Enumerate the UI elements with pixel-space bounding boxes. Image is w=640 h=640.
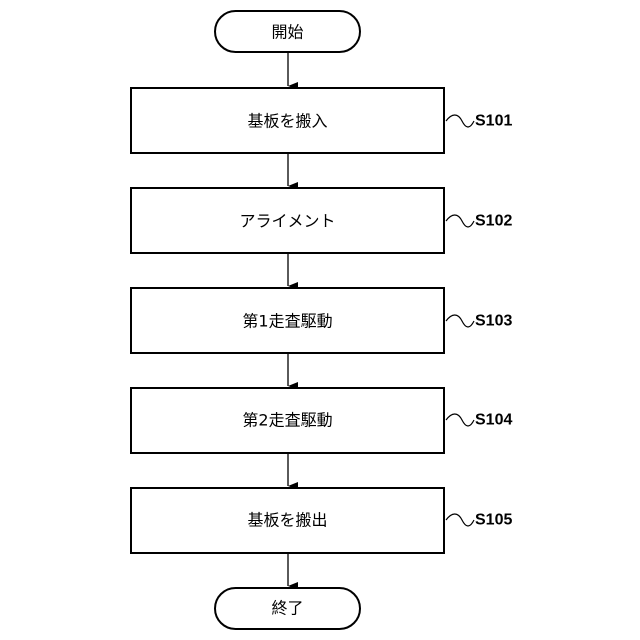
- step-s103-id: S103: [475, 313, 512, 330]
- step-s105-id: S105: [475, 512, 512, 529]
- step-s101-leader: [446, 115, 474, 127]
- step-s101-id: S101: [475, 113, 512, 130]
- step-s102-leader: [446, 215, 474, 227]
- step-s102-id: S102: [475, 213, 512, 230]
- step-s104: 第2走査駆動 S104: [131, 388, 512, 453]
- step-s105-leader: [446, 514, 474, 526]
- step-s105: 基板を搬出 S105: [131, 488, 512, 553]
- step-s104-id: S104: [475, 412, 512, 429]
- step-s102: アライメント S102: [131, 188, 512, 253]
- step-s103-leader: [446, 315, 474, 327]
- end-label: 終了: [271, 599, 303, 618]
- end-terminal: 終了: [215, 588, 360, 629]
- step-s102-label: アライメント: [239, 212, 335, 231]
- start-label: 開始: [271, 23, 303, 42]
- step-s101: 基板を搬入 S101: [131, 88, 512, 153]
- step-s105-label: 基板を搬出: [247, 511, 327, 530]
- start-terminal: 開始: [215, 11, 360, 52]
- step-s104-leader: [446, 414, 474, 426]
- step-s103: 第1走査駆動 S103: [131, 288, 512, 353]
- step-s103-label: 第1走査駆動: [242, 312, 332, 331]
- step-s101-label: 基板を搬入: [247, 112, 327, 131]
- step-s104-label: 第2走査駆動: [242, 411, 332, 430]
